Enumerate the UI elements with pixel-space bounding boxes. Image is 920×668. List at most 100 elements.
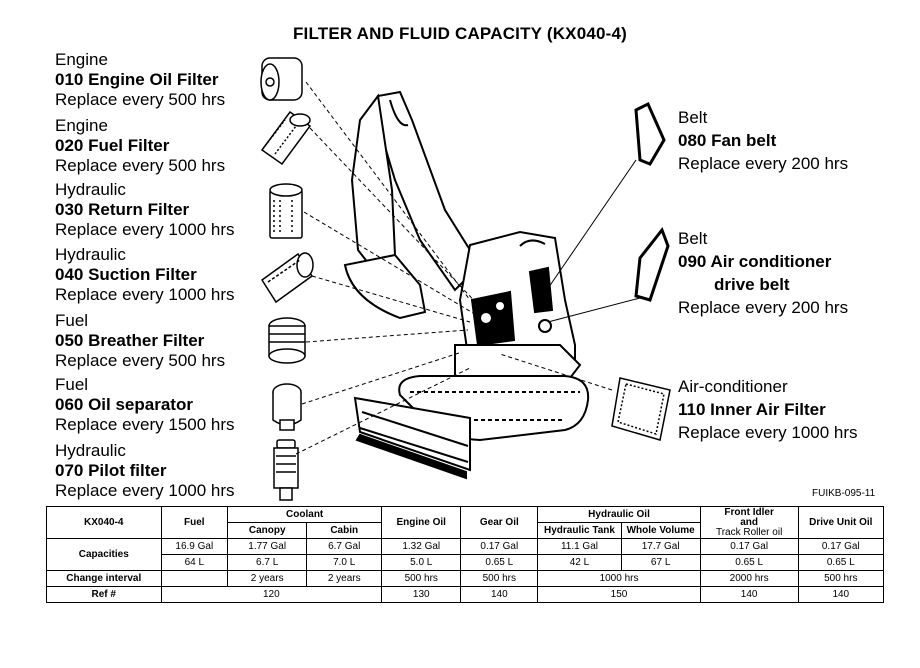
item-replace: Replace every 500 hrs — [55, 156, 226, 175]
cell-gal: 17.7 Gal — [620, 538, 701, 555]
item-replace: Replace every 500 hrs — [55, 351, 226, 370]
cell-ref: 120 — [160, 586, 383, 603]
cell-ref: 140 — [699, 586, 799, 603]
item-category: Engine — [55, 50, 108, 69]
header-hydraulic-oil: Hydraulic Oil — [537, 506, 701, 523]
item-name: 090 Air conditioner — [678, 252, 832, 271]
ac-belt-icon — [634, 226, 670, 302]
header-front-idler: Front Idler and Track Roller oil — [699, 506, 799, 539]
header-front-idler-line3: Track Roller oil — [715, 526, 783, 538]
cell-ref: 150 — [537, 586, 701, 603]
item-110: Air-conditioner 110 Inner Air Filter Rep… — [678, 375, 858, 444]
item-name: 060 Oil separator — [55, 395, 193, 414]
header-fuel: Fuel — [160, 506, 229, 539]
cell-ref: 140 — [460, 586, 539, 603]
cell-liters: 0.65 L — [460, 554, 539, 571]
item-name: 110 Inner Air Filter — [678, 400, 826, 419]
cell-liters: 6.7 L — [227, 554, 308, 571]
excavator-illustration — [343, 90, 590, 480]
header-drive-unit-oil: Drive Unit Oil — [797, 506, 885, 539]
item-name: 010 Engine Oil Filter — [55, 70, 219, 89]
header-model: KX040-4 — [46, 506, 162, 539]
cell-interval-fuel — [160, 570, 229, 587]
engine-oil-filter-icon — [260, 57, 303, 101]
table-row-liters: 64 L 6.7 L 7.0 L 5.0 L 0.65 L 42 L 67 L … — [47, 554, 885, 571]
cell-ref: 130 — [381, 586, 462, 603]
return-filter-icon — [269, 183, 303, 239]
cell-interval: 2000 hrs — [699, 570, 799, 587]
item-name: 040 Suction Filter — [55, 265, 197, 284]
filter-icons — [260, 57, 671, 501]
item-name: 030 Return Filter — [55, 200, 190, 219]
row-label-capacities: Capacities — [46, 538, 162, 571]
cell-interval: 2 years — [306, 570, 383, 587]
item-category: Hydraulic — [55, 245, 126, 264]
oil-separator-icon — [272, 383, 302, 431]
item-name: 080 Fan belt — [678, 131, 777, 150]
header-front-idler-line2: and — [740, 516, 759, 528]
page-title: FILTER AND FLUID CAPACITY (KX040-4) — [292, 24, 628, 43]
cell-ref: 140 — [797, 586, 885, 603]
item-category: Belt — [678, 229, 708, 248]
cell-interval: 500 hrs — [381, 570, 462, 587]
item-name: 050 Breather Filter — [55, 331, 205, 350]
fan-belt-icon — [634, 101, 666, 166]
figure-ref-code: FUIKB-095-11 — [812, 488, 876, 499]
row-label-ref: Ref # — [46, 586, 162, 603]
item-020: Engine 020 Fuel Filter Replace every 500… — [55, 116, 225, 176]
item-category: Engine — [55, 116, 108, 135]
item-030: Hydraulic 030 Return Filter Replace ever… — [55, 180, 235, 240]
table-row-change-interval: Change interval 2 years 2 years 500 hrs … — [46, 570, 885, 587]
cell-liters: 42 L — [537, 554, 622, 571]
header-cabin: Cabin — [306, 522, 383, 539]
header-hydraulic-tank: Hydraulic Tank — [537, 522, 622, 539]
item-name: 070 Pilot filter — [55, 461, 167, 480]
header-engine-oil: Engine Oil — [381, 506, 462, 539]
item-replace: Replace every 1000 hrs — [678, 423, 858, 442]
header-canopy: Canopy — [227, 522, 308, 539]
cell-liters: 5.0 L — [381, 554, 462, 571]
capacity-table: KX040-4 Fuel Coolant Engine Oil Gear Oil… — [46, 506, 885, 603]
header-gear-oil: Gear Oil — [460, 506, 539, 539]
cell-liters: 0.65 L — [797, 554, 885, 571]
cell-interval: 1000 hrs — [537, 570, 701, 587]
item-replace: Replace every 1000 hrs — [55, 220, 235, 239]
item-010: Engine 010 Engine Oil Filter Replace eve… — [55, 50, 225, 110]
cell-gal: 1.32 Gal — [381, 538, 462, 555]
cell-gal: 0.17 Gal — [460, 538, 539, 555]
item-replace: Replace every 1000 hrs — [55, 481, 235, 500]
cell-interval: 500 hrs — [797, 570, 885, 587]
item-replace: Replace every 200 hrs — [678, 154, 849, 173]
leader-lines — [295, 81, 641, 455]
header-whole-volume: Whole Volume — [620, 522, 701, 539]
item-name-line2: drive belt — [714, 275, 790, 294]
breather-filter-icon — [268, 317, 306, 364]
cell-gal: 6.7 Gal — [306, 538, 383, 555]
item-category: Belt — [678, 108, 708, 127]
fuel-filter-icon — [260, 110, 312, 166]
header-front-idler-line1: Front Idler — [724, 506, 774, 518]
item-050: Fuel 050 Breather Filter Replace every 5… — [55, 311, 225, 371]
inner-air-filter-icon — [611, 377, 671, 441]
item-replace: Replace every 500 hrs — [55, 90, 226, 109]
cell-liters: 7.0 L — [306, 554, 383, 571]
pilot-filter-icon — [273, 439, 299, 501]
item-category: Fuel — [55, 311, 89, 330]
cell-interval: 2 years — [227, 570, 308, 587]
cell-liters: 0.65 L — [699, 554, 799, 571]
cell-gal: 11.1 Gal — [537, 538, 622, 555]
cell-gal: 0.17 Gal — [797, 538, 885, 555]
item-category: Hydraulic — [55, 180, 126, 199]
item-name: 020 Fuel Filter — [55, 136, 170, 155]
item-090: Belt 090 Air conditioner drive belt Repl… — [678, 227, 848, 319]
item-replace: Replace every 200 hrs — [678, 298, 849, 317]
cell-liters: 64 L — [160, 554, 229, 571]
item-080: Belt 080 Fan belt Replace every 200 hrs — [678, 106, 848, 175]
cell-gal: 16.9 Gal — [160, 538, 229, 555]
row-label-change-interval: Change interval — [46, 570, 162, 587]
table-header-row-1: KX040-4 Fuel Coolant Engine Oil Gear Oil… — [46, 506, 885, 539]
item-060: Fuel 060 Oil separator Replace every 150… — [55, 375, 235, 435]
item-replace: Replace every 1000 hrs — [55, 285, 235, 304]
item-category: Fuel — [55, 375, 89, 394]
